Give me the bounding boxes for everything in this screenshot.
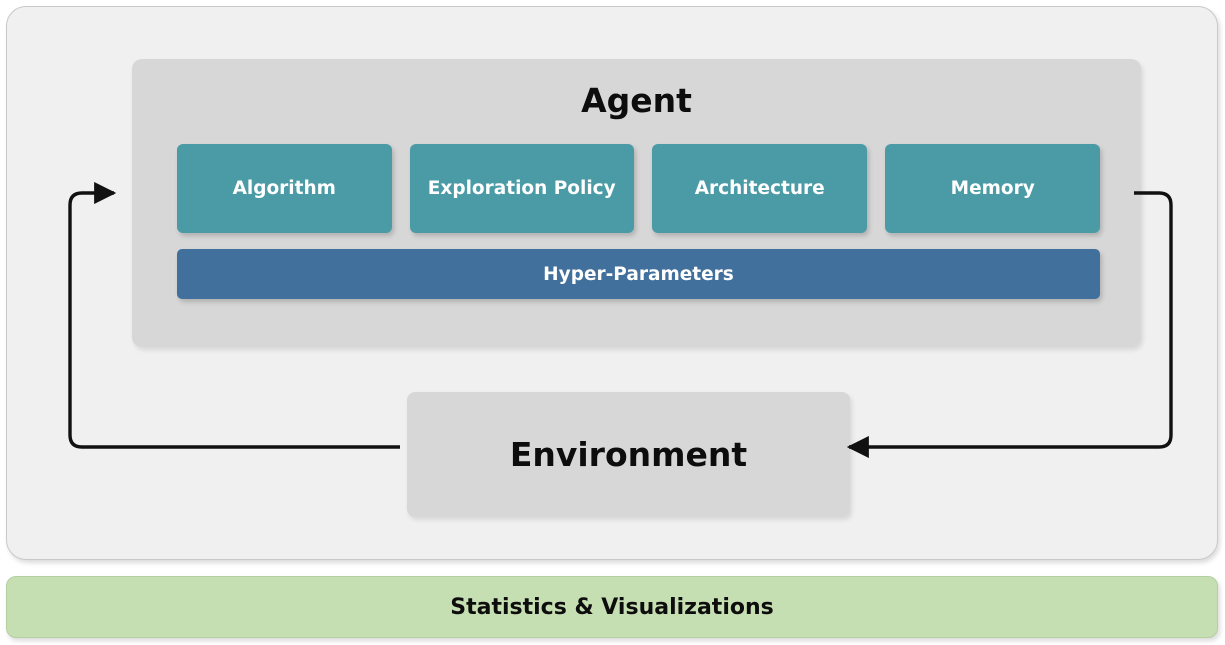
- agent-panel: Agent Algorithm Exploration Policy Archi…: [132, 59, 1141, 347]
- agent-component-memory[interactable]: Memory: [885, 144, 1100, 233]
- agent-component-row: Algorithm Exploration Policy Architectur…: [177, 144, 1100, 233]
- system-panel: Agent Algorithm Exploration Policy Archi…: [6, 6, 1218, 560]
- agent-hyper-parameters-bar[interactable]: Hyper-Parameters: [177, 249, 1100, 299]
- agent-component-algorithm[interactable]: Algorithm: [177, 144, 392, 233]
- statistics-visualizations-bar[interactable]: Statistics & Visualizations: [6, 576, 1218, 638]
- agent-component-exploration-policy[interactable]: Exploration Policy: [409, 144, 634, 233]
- agent-component-architecture[interactable]: Architecture: [651, 144, 868, 233]
- agent-title: Agent: [581, 81, 692, 120]
- environment-box[interactable]: Environment: [407, 392, 850, 517]
